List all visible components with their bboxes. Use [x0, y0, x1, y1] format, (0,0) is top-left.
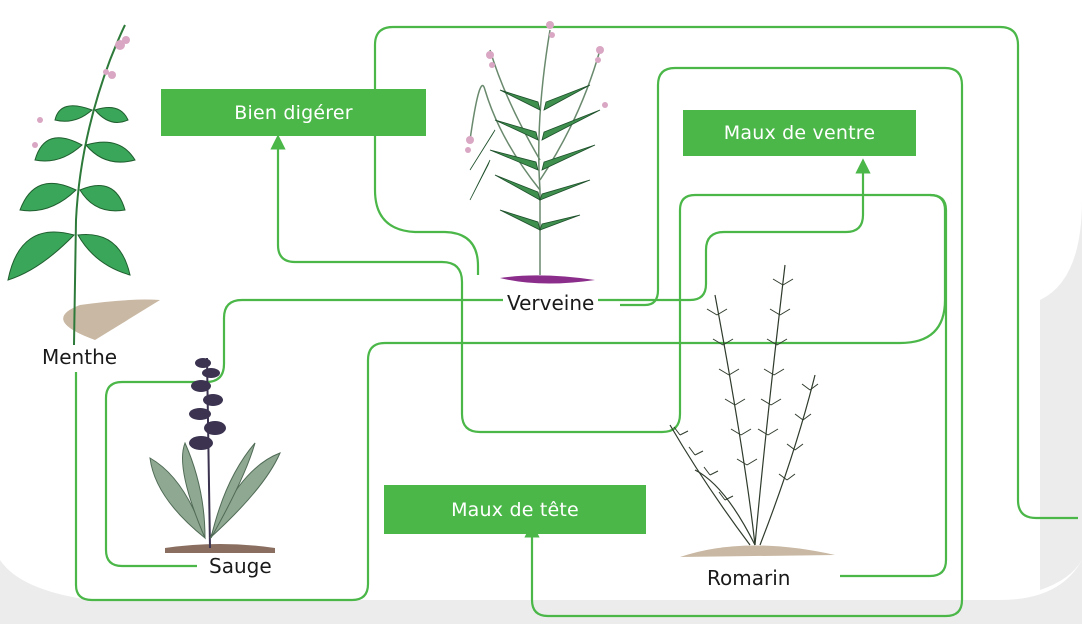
- connector-romarin-bien-digerer: [840, 195, 946, 576]
- remedy-maux-de-ventre: Maux de ventre: [683, 110, 916, 156]
- plant-label-menthe: Menthe: [38, 345, 121, 369]
- sage-plant-icon: [145, 348, 295, 553]
- remedy-bien-digerer: Bien digérer: [161, 89, 426, 136]
- remedy-maux-de-tete: Maux de tête: [384, 485, 646, 534]
- plant-label-sauge: Sauge: [205, 554, 276, 578]
- plant-label-romarin: Romarin: [703, 566, 794, 590]
- plant-label-verveine: Verveine: [503, 291, 598, 315]
- verbena-plant-icon: [440, 10, 630, 290]
- rosemary-plant-icon: [655, 255, 850, 560]
- mint-plant-icon: [0, 20, 180, 350]
